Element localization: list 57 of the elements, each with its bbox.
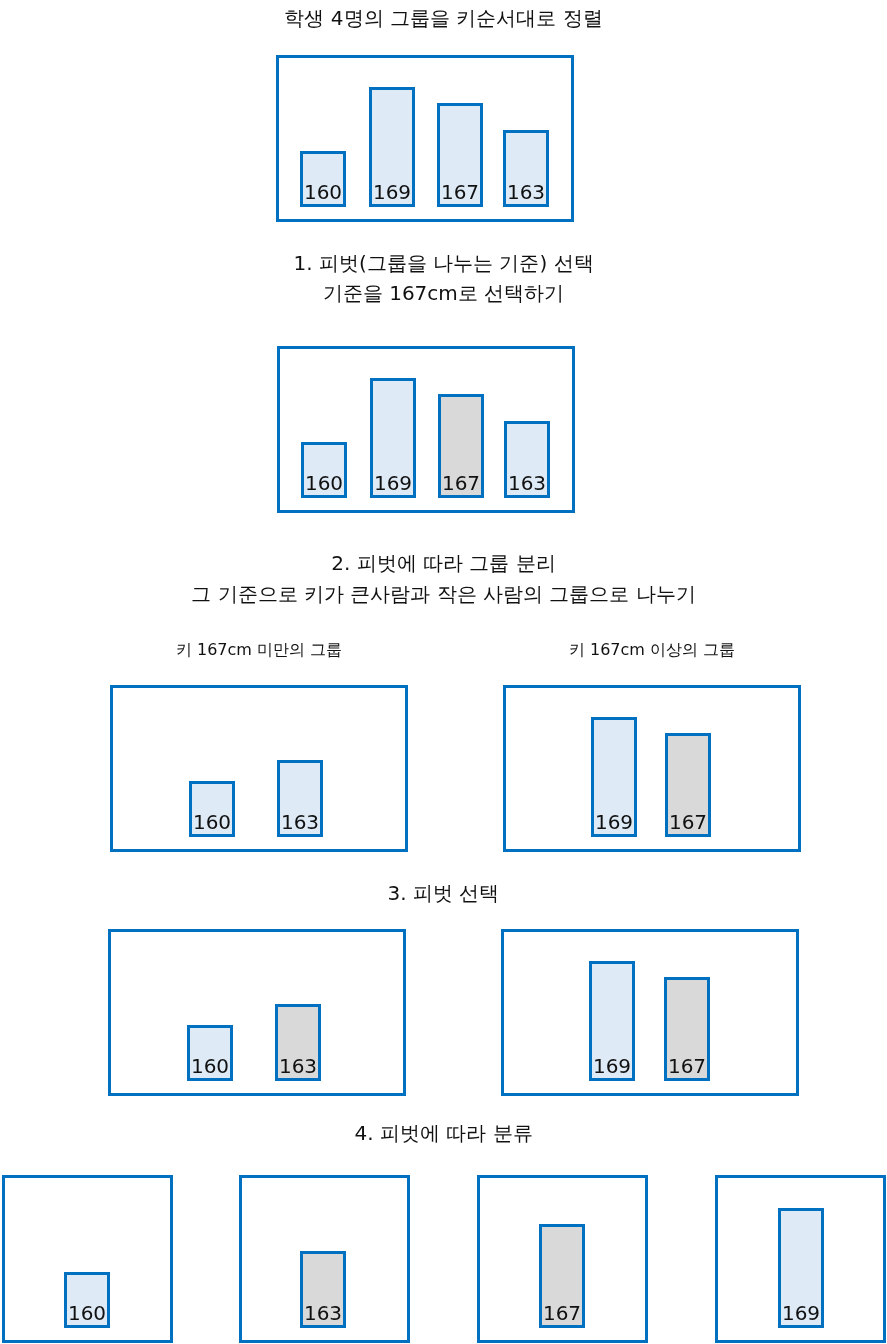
bar-value: 167 <box>542 1301 582 1325</box>
bar-value: 160 <box>304 471 344 495</box>
bar-value: 167 <box>440 180 480 204</box>
bar <box>504 421 550 498</box>
group-heading: 키 167cm 미만의 그룹 <box>175 640 343 659</box>
bar-value: 163 <box>506 180 546 204</box>
bar <box>277 760 323 837</box>
pivot-bar <box>664 977 710 1081</box>
bar-value: 163 <box>507 471 547 495</box>
diagram-title: 학생 4명의 그룹을 키순서대로 정렬 <box>284 5 603 32</box>
pivot-bar <box>539 1224 585 1328</box>
bar-value: 169 <box>373 471 413 495</box>
group-frame <box>501 929 799 1096</box>
bar <box>591 717 637 837</box>
step-caption: 1. 피벗(그룹을 나누는 기준) 선택 <box>293 250 594 277</box>
bar-value: 169 <box>594 810 634 834</box>
bar <box>64 1272 110 1328</box>
pivot-bar <box>275 1004 321 1081</box>
group-frame <box>477 1175 648 1343</box>
step-caption: 3. 피벗 선택 <box>387 880 500 907</box>
group-frame <box>276 55 574 222</box>
step-caption: 2. 피벗에 따라 그룹 분리 <box>331 550 556 577</box>
bar-value: 160 <box>190 1054 230 1078</box>
bar-value: 160 <box>192 810 232 834</box>
pivot-bar <box>300 1251 346 1328</box>
bar <box>503 130 549 207</box>
bar-value: 160 <box>67 1301 107 1325</box>
bar <box>369 87 415 207</box>
group-frame <box>715 1175 886 1343</box>
group-frame <box>239 1175 410 1343</box>
pivot-bar <box>438 394 484 498</box>
group-frame <box>108 929 406 1096</box>
bar <box>300 151 346 207</box>
bar-value: 167 <box>667 1054 707 1078</box>
bar-value: 163 <box>280 810 320 834</box>
group-frame <box>2 1175 173 1343</box>
bar-value: 169 <box>592 1054 632 1078</box>
bar <box>370 378 416 498</box>
bar-value: 167 <box>668 810 708 834</box>
bar <box>589 961 635 1081</box>
bar-value: 167 <box>441 471 481 495</box>
bar-value: 169 <box>781 1301 821 1325</box>
step-caption: 기준을 167cm로 선택하기 <box>322 280 565 307</box>
bar-value: 163 <box>303 1301 343 1325</box>
bar <box>301 442 347 498</box>
bar-value: 160 <box>303 180 343 204</box>
bar <box>187 1025 233 1081</box>
bar <box>778 1208 824 1328</box>
bar-value: 163 <box>278 1054 318 1078</box>
group-frame <box>277 346 575 513</box>
step-caption: 4. 피벗에 따라 분류 <box>354 1120 533 1147</box>
pivot-bar <box>665 733 711 837</box>
step-caption: 그 기준으로 키가 큰사람과 작은 사람의 그룹으로 나누기 <box>191 581 696 608</box>
bar <box>189 781 235 837</box>
bar-value: 169 <box>372 180 412 204</box>
bar <box>437 103 483 207</box>
group-heading: 키 167cm 이상의 그룹 <box>568 640 736 659</box>
